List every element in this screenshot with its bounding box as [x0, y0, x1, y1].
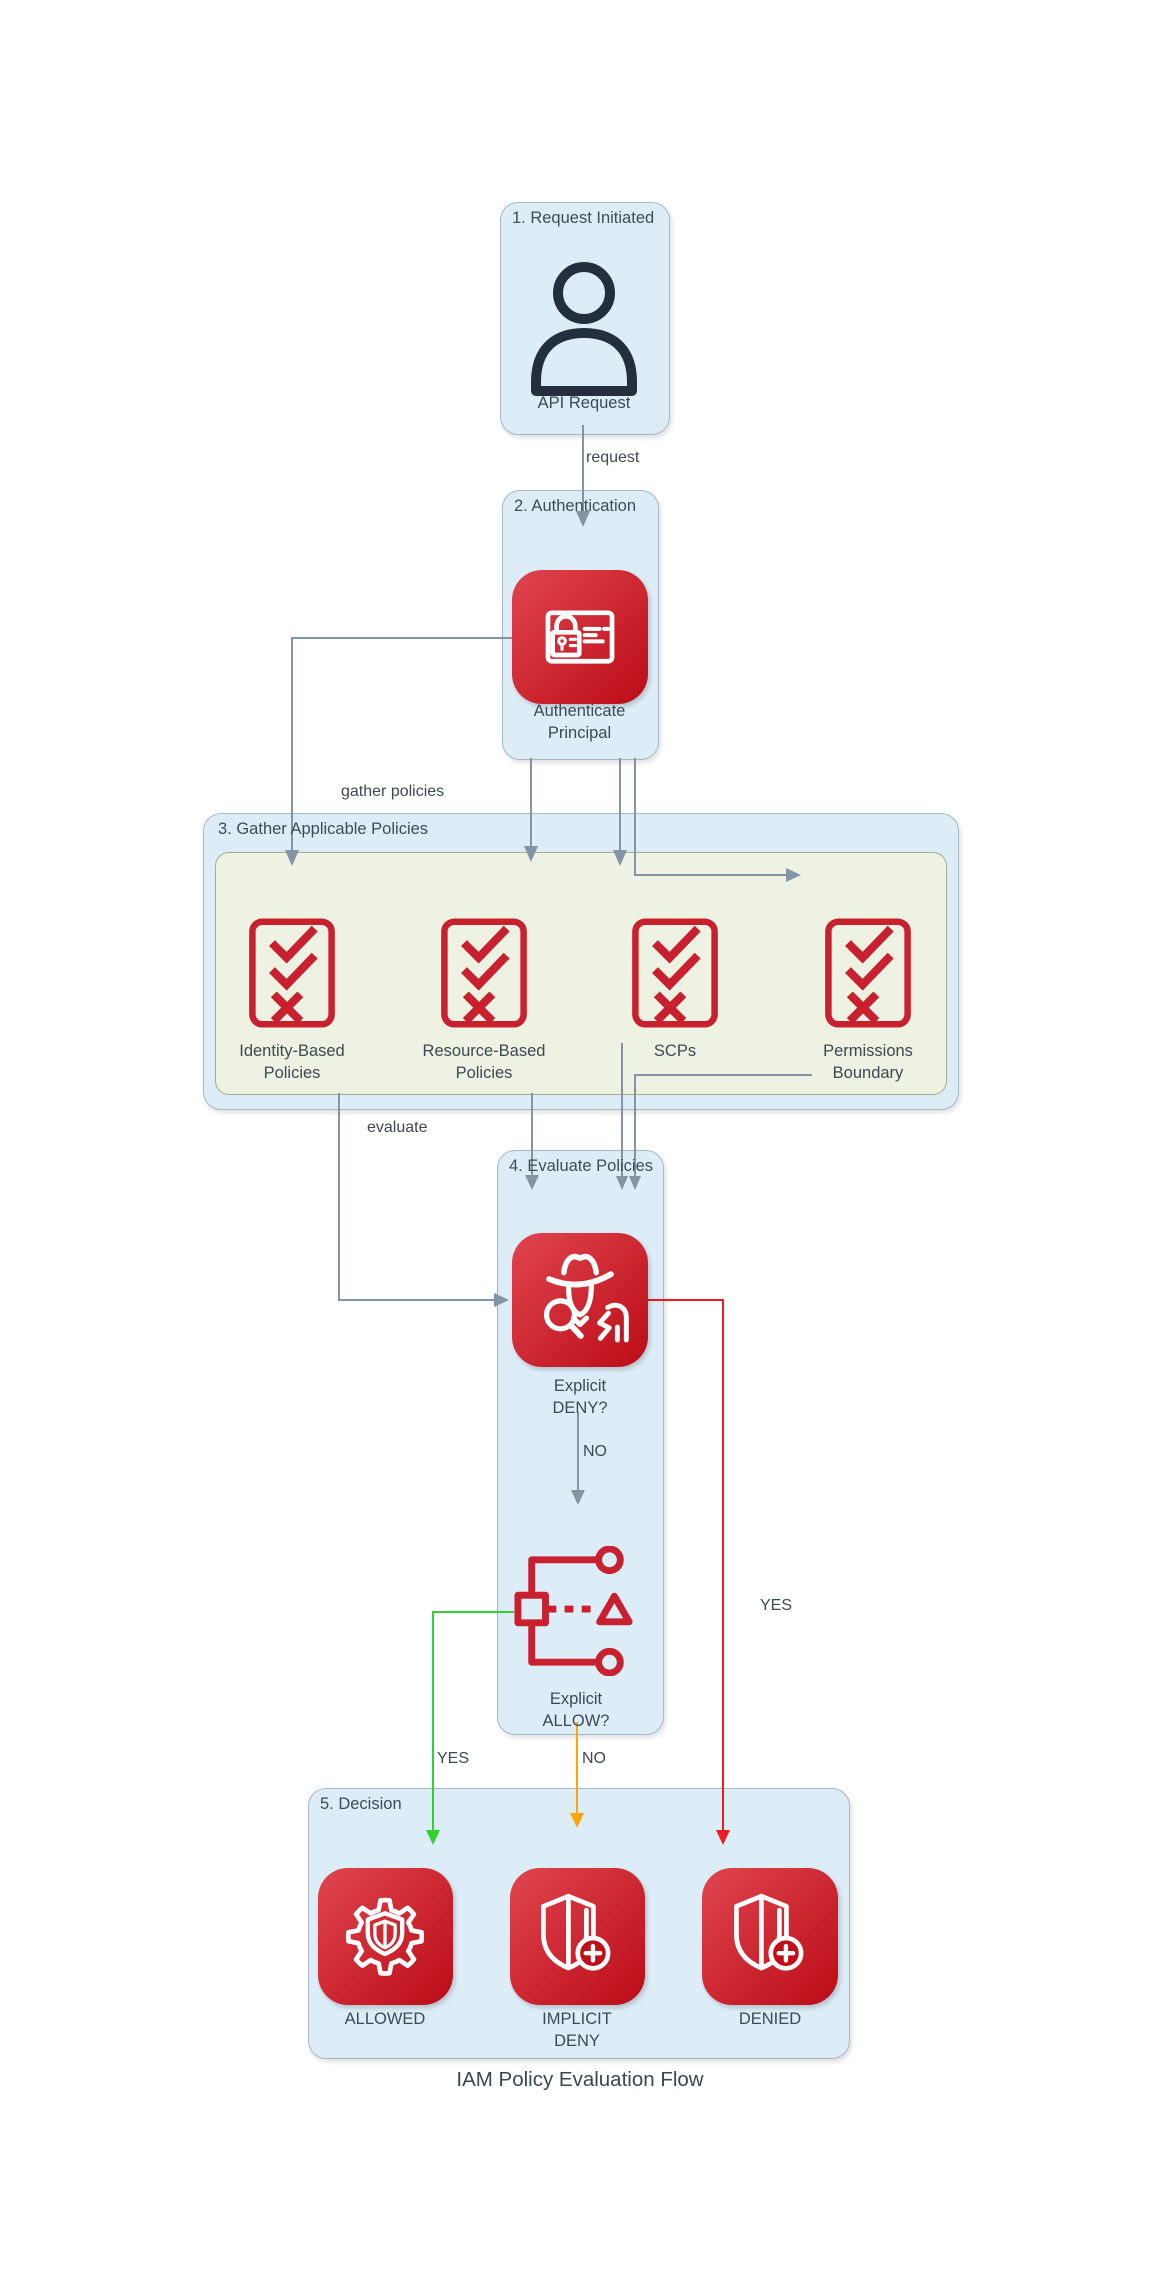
id-card-lock-icon: [545, 610, 615, 664]
policy-group-panel: [215, 852, 947, 1095]
stage3-title: 3. Gather Applicable Policies: [218, 820, 429, 838]
identity-policies-label: Identity-Based Policies: [239, 1042, 345, 1083]
policy-checklist-icon: [249, 918, 335, 1028]
shield-plus-icon: [734, 1893, 804, 1971]
allowed-label: ALLOWED: [344, 2010, 426, 2028]
deny-yes-edge-label: YES: [760, 1597, 793, 1614]
request-edge-label: request: [586, 449, 640, 466]
permissions-boundary-label: Permissions Boundary: [823, 1042, 913, 1083]
implicit-deny-tile: [510, 1868, 645, 2005]
stage5-title: 5. Decision: [320, 1795, 402, 1813]
api-request-label: API Request: [537, 394, 631, 412]
deny-no-edge-label: NO: [583, 1443, 607, 1460]
gear-shield-icon: [345, 1897, 425, 1976]
policy-checklist-icon: [632, 918, 718, 1028]
implicit-deny-label: IMPLICIT DENY: [542, 2010, 612, 2051]
denied-label: DENIED: [738, 2010, 802, 2028]
policy-checklist-icon: [825, 918, 911, 1028]
stage2-title: 2. Authentication: [514, 497, 637, 515]
explicit-deny-label: Explicit DENY?: [552, 1377, 608, 1418]
gather-edge-label: gather policies: [341, 783, 445, 800]
resource-policies-label: Resource-Based Policies: [422, 1042, 546, 1083]
detective-magnifier-icon: [543, 1253, 629, 1343]
stage1-title: 1. Request Initiated: [512, 209, 655, 227]
denied-tile: [702, 1868, 838, 2005]
authenticate-principal-label: Authenticate Principal: [533, 702, 626, 743]
explicit-allow-label: Explicit ALLOW?: [542, 1690, 610, 1731]
policy-checklist-icon: [441, 918, 527, 1028]
scps-label: SCPs: [653, 1042, 697, 1060]
allow-no-edge-label: NO: [582, 1750, 606, 1767]
shield-plus-icon: [541, 1893, 611, 1971]
diagram-caption: IAM Policy Evaluation Flow: [456, 2068, 704, 2091]
user-icon: [531, 262, 637, 396]
allow-yes-edge-label: YES: [437, 1750, 470, 1767]
flow-branch-icon: [514, 1546, 633, 1676]
stage4-title: 4. Evaluate Policies: [509, 1157, 653, 1175]
evaluate-edge-label: evaluate: [367, 1119, 428, 1136]
